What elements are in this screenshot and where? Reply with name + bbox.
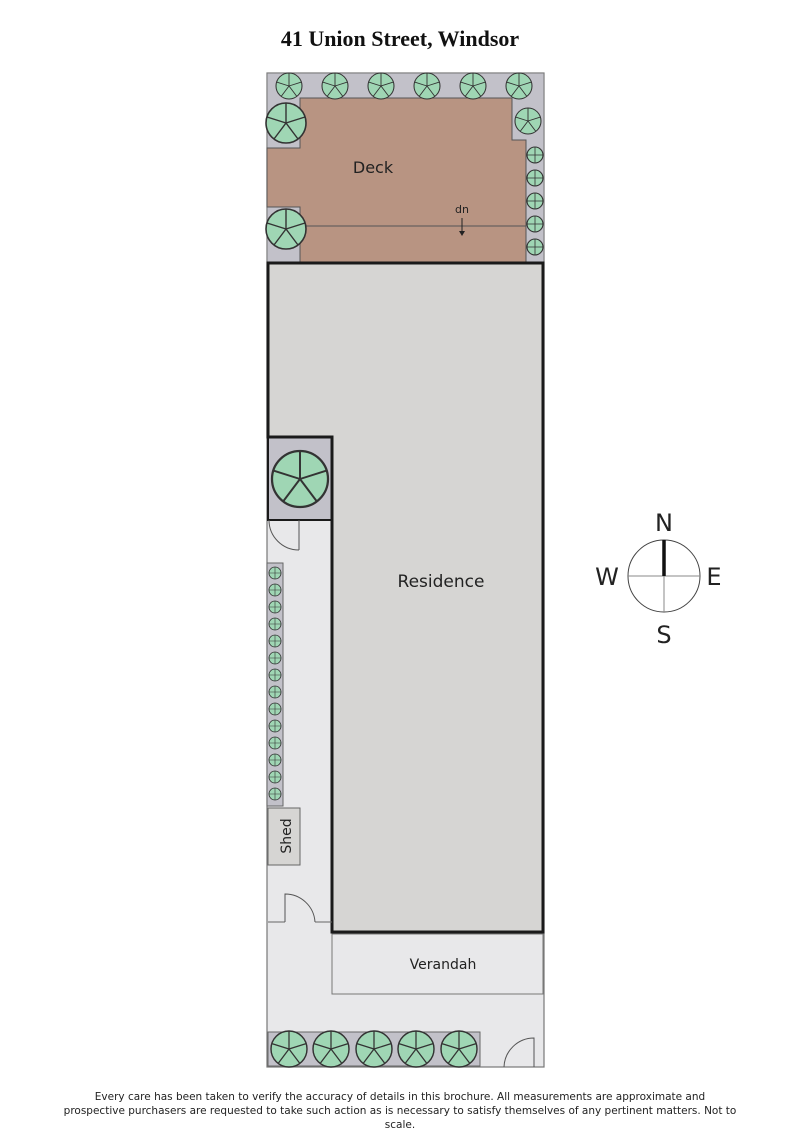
shed-label: Shed — [279, 818, 295, 853]
residence-label: Residence — [398, 572, 485, 592]
disclaimer: Every care has been taken to verify the … — [60, 1090, 740, 1132]
verandah-label: Verandah — [410, 957, 477, 973]
deck-area: Deck dn — [266, 97, 527, 264]
disclaimer-line-2: prospective purchasers are requested to … — [63, 1105, 737, 1131]
compass-north: N — [655, 509, 673, 537]
compass-south: S — [656, 621, 671, 649]
disclaimer-line-1: Every care has been taken to verify the … — [94, 1091, 706, 1103]
compass-east: E — [706, 563, 721, 591]
side-gate — [268, 519, 300, 551]
shrubs-front — [270, 1030, 478, 1068]
rear-gate — [284, 893, 316, 923]
courtyard-tree — [270, 449, 330, 509]
front-gate — [503, 1037, 535, 1068]
deck-label: Deck — [353, 158, 394, 177]
verandah: Verandah — [331, 933, 544, 995]
compass-west: W — [595, 563, 619, 591]
shed: Shed — [267, 807, 301, 866]
page-title: 41 Union Street, Windsor — [280, 26, 520, 51]
deck-step-label: dn — [455, 203, 469, 216]
compass-icon: N S E W — [595, 509, 721, 649]
